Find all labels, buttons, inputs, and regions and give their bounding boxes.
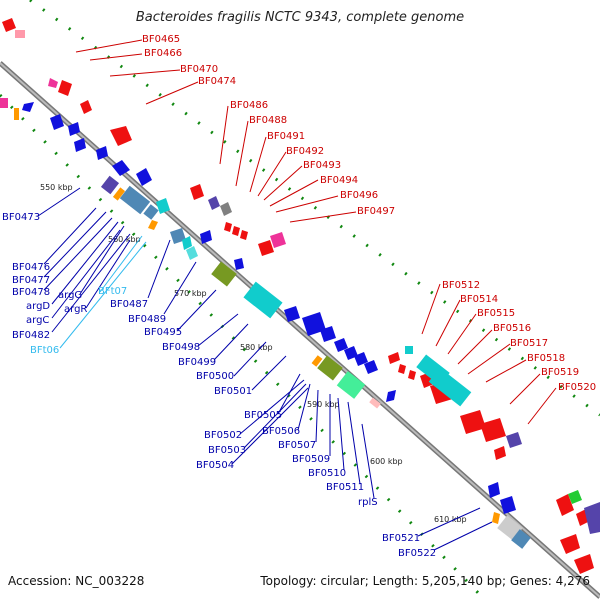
gene-label-BF0514: BF0514 — [460, 294, 498, 305]
gene-label-BF0477: BF0477 — [12, 275, 50, 286]
gene-label-BF0470: BF0470 — [180, 64, 218, 75]
gene-label-rplS: rplS — [358, 497, 378, 508]
gene-label-BF0521: BF0521 — [382, 533, 420, 544]
scale-tick-580: 580 kbp — [240, 343, 273, 352]
gene-label-BF0509: BF0509 — [292, 454, 330, 465]
map-title: Bacteroides fragilis NCTC 9343, complete… — [135, 10, 465, 25]
gene-label-BF0482: BF0482 — [12, 330, 50, 341]
genome-summary: Topology: circular; Length: 5,205,140 bp… — [260, 574, 590, 588]
gene-label-argD: argD — [26, 301, 50, 312]
gene-label-BF0507: BF0507 — [278, 440, 316, 451]
gene-label-BF0522: BF0522 — [398, 548, 436, 559]
gene-label-BF0515: BF0515 — [477, 308, 515, 319]
gene-label-BF0474: BF0474 — [198, 76, 236, 87]
gene-label-BF0487: BF0487 — [110, 299, 148, 310]
gene-label-BF0478: BF0478 — [12, 287, 50, 298]
gene-label-BF0486: BF0486 — [230, 100, 268, 111]
gene-label-BF0506: BF0506 — [262, 426, 300, 437]
gene-label-argR: argR — [64, 304, 87, 315]
leader-lines-red — [75, 39, 557, 425]
scale-tick-560: 560 kbp — [108, 235, 141, 244]
gene-label-BF0489: BF0489 — [128, 314, 166, 325]
gene-label-BF0511: BF0511 — [326, 482, 364, 493]
gene-label-BF0516: BF0516 — [493, 323, 531, 334]
gene-label-BF0498: BF0498 — [162, 342, 200, 353]
gene-label-BF0496: BF0496 — [340, 190, 378, 201]
gene-label-BF0500: BF0500 — [196, 371, 234, 382]
gene-label-BF0501: BF0501 — [214, 386, 252, 397]
gene-label-argC: argC — [26, 315, 49, 326]
gene-label-BF0466: BF0466 — [144, 48, 182, 59]
gene-label-BF0473: BF0473 — [2, 212, 40, 223]
gene-label-BF0465: BF0465 — [142, 34, 180, 45]
gene-label-BFt07: BFt07 — [98, 286, 127, 297]
scale-tick-590: 590 kbp — [307, 400, 340, 409]
lower-strand-genes — [0, 98, 531, 549]
gene-label-BF0517: BF0517 — [510, 338, 548, 349]
top-gene-labels: BF0465 BF0466 BF0470 BF0474 BF0486 BF048… — [142, 34, 596, 393]
gene-label-BF0494: BF0494 — [320, 175, 358, 186]
scale-tick-570: 570 kbp — [174, 289, 207, 298]
accession-label: Accession: NC_003228 — [8, 574, 145, 588]
leader-lines-blue — [37, 187, 493, 551]
bottom-gene-labels: BF0473 BF0476 BF0477 BF0478 argD argC BF… — [2, 212, 436, 559]
gene-label-BF0495: BF0495 — [144, 327, 182, 338]
gene-label-BF0505: BF0505 — [244, 410, 282, 421]
gene-label-BF0512: BF0512 — [442, 280, 480, 291]
gene-label-BF0510: BF0510 — [308, 468, 346, 479]
gene-label-BF0491: BF0491 — [267, 131, 305, 142]
gene-label-BF0492: BF0492 — [286, 146, 324, 157]
gene-label-BFt06: BFt06 — [30, 345, 59, 356]
gene-label-BF0520: BF0520 — [558, 382, 596, 393]
gene-label-BF0476: BF0476 — [12, 262, 50, 273]
gene-label-BF0503: BF0503 — [208, 445, 246, 456]
gene-label-BF0499: BF0499 — [178, 357, 216, 368]
scale-tick-610: 610 kbp — [434, 515, 467, 524]
gene-label-BF0488: BF0488 — [249, 115, 287, 126]
scale-tick-550: 550 kbp — [40, 183, 73, 192]
gene-label-argG: argG — [58, 290, 82, 301]
gene-label-BF0519: BF0519 — [541, 367, 579, 378]
gene-label-BF0502: BF0502 — [204, 430, 242, 441]
gene-label-BF0493: BF0493 — [303, 160, 341, 171]
gene-label-BF0504: BF0504 — [196, 460, 234, 471]
gene-label-BF0518: BF0518 — [527, 353, 565, 364]
leader-lines-cyan — [59, 235, 147, 349]
upper-strand-genes — [2, 18, 600, 574]
scale-ticks: 550 kbp 560 kbp 570 kbp 580 kbp 590 kbp … — [40, 183, 467, 524]
scale-tick-600: 600 kbp — [370, 457, 403, 466]
gene-label-BF0497: BF0497 — [357, 206, 395, 217]
